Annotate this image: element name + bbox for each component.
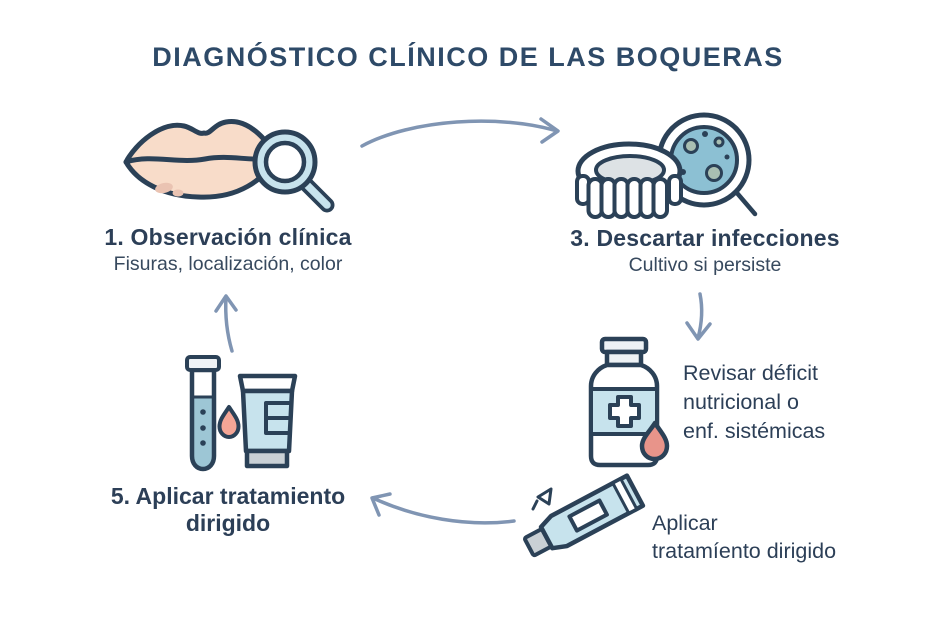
ointment-tube-icon	[523, 473, 646, 558]
arrow-aplicar-to-tratamiento	[371, 496, 516, 525]
step-text-line: Revisar déficit	[683, 361, 819, 385]
step-sublabel: Cultivo si persiste	[628, 254, 782, 276]
squeeze-arrow-tail	[531, 499, 539, 511]
magnifier-lens	[263, 140, 307, 184]
cream-tube-cap	[244, 448, 290, 469]
test-tube-cap	[185, 355, 221, 372]
lip-lesion-spot	[172, 189, 184, 197]
liquid-dot	[200, 440, 206, 446]
arrow-infecciones-to-deficit	[696, 292, 704, 340]
step-text: Aplicar tratamíento dirigido	[652, 509, 882, 565]
liquid-dot	[200, 409, 206, 415]
arrowhead-up-icon	[214, 294, 238, 313]
step-text-line: nutricional o	[683, 390, 799, 414]
denture-petri-dish-icon	[575, 112, 758, 219]
blood-drop-icon	[639, 420, 670, 462]
magnifier-handle	[303, 181, 331, 209]
medical-cross-icon	[608, 395, 641, 428]
step-label: 1. Observación clínica	[104, 224, 352, 250]
step-text: Revisar déficit nutricional o enf. sisté…	[683, 359, 863, 446]
tooth	[651, 177, 669, 219]
squeeze-arrow-icon	[536, 487, 553, 506]
test-tube-liquid	[192, 397, 214, 469]
arrow-observacion-to-infecciones	[360, 119, 559, 148]
culture-colony	[705, 164, 723, 182]
tube-stripe	[611, 477, 639, 515]
cream-tube-label-lines	[264, 401, 291, 435]
step-sublabel: Fisuras, localización, color	[113, 253, 343, 275]
tube-group	[523, 473, 646, 558]
step-label-line: dirigido	[185, 510, 271, 536]
lip-lesion-spot	[155, 182, 173, 194]
step-label-line: 5. Aplicar tratamiento	[110, 483, 346, 509]
arrow-tratamiento-to-observacion	[224, 295, 234, 353]
arrowhead-left-icon	[370, 492, 392, 517]
drop-icon	[217, 405, 241, 439]
lips-magnifier-icon	[123, 119, 335, 213]
petri-magnifier-handle	[734, 190, 758, 217]
step-label: 3. Descartar infecciones	[570, 225, 840, 251]
tube-label-window	[567, 498, 609, 533]
culture-colony	[683, 138, 699, 154]
step-text-line: enf. sistémicas	[683, 419, 826, 443]
culture-dot	[702, 131, 708, 137]
culture-dot	[724, 154, 730, 160]
liquid-dot	[200, 425, 206, 431]
step-text-line: tratamíento dirigido	[652, 539, 837, 563]
arrowhead-right-icon	[539, 117, 560, 144]
medicine-bottle-drop-icon	[588, 336, 670, 468]
culture-colony	[713, 136, 725, 148]
step-label: 5. Aplicar tratamiento dirigido	[95, 483, 361, 537]
step-text-line: Aplicar	[652, 511, 718, 535]
tooth	[667, 174, 683, 206]
test-tube-body	[189, 367, 217, 472]
arrowhead-down-icon	[685, 321, 712, 341]
test-tube-cream-icon	[185, 355, 298, 472]
page-title: DIAGNÓSTICO CLÍNICO DE LAS BOQUERAS	[152, 42, 784, 72]
